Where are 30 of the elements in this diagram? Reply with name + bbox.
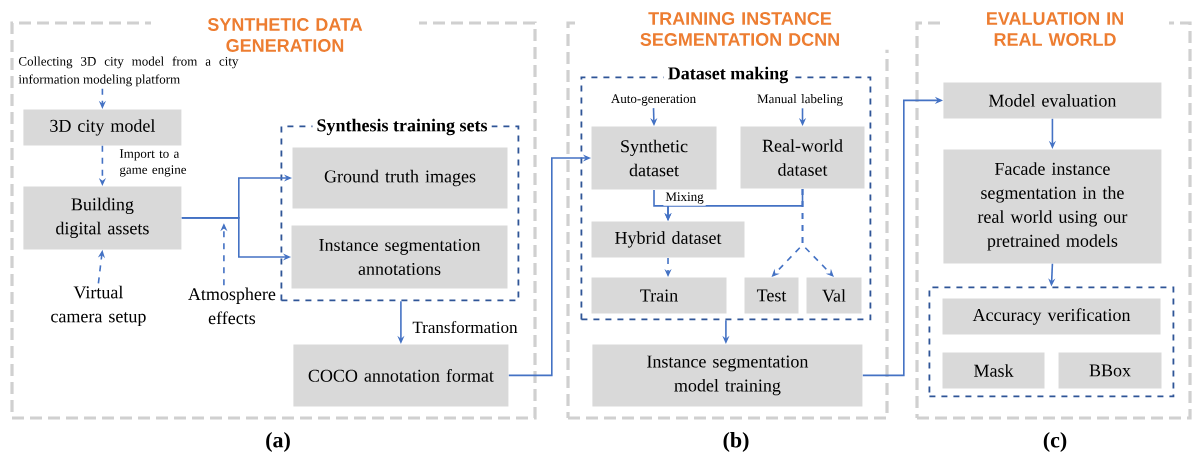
process-box: Real-world dataset [740,126,865,189]
process-box: Ground truth images [292,147,508,209]
panel-label: (c) [1043,432,1067,452]
process-box: COCO annotation format [293,344,509,407]
text-label: Collecting 3D city model from a city information modeling platform [18,56,239,87]
edge-label: Import to a game engine [117,147,197,179]
process-box: Test [744,277,799,314]
dashed-group-box [928,286,1175,398]
process-box: 3D city model [23,109,182,146]
panel-label: (a) [266,432,290,452]
process-box: BBox [1058,352,1162,389]
text-label: Atmosphere effects [188,287,276,325]
text-label: Virtual camera setup [51,285,146,327]
process-box: Building digital assets [23,186,182,250]
process-box: Facade instance segmentation in the real world using our pretrained models [943,149,1162,264]
node-label: EVALUATION IN [987,12,1123,25]
process-box: Train [591,277,727,314]
node-label: TRAINING INSTANCE [648,12,832,25]
process-box: Instance segmentation annotations [291,225,508,289]
process-box: Synthetic dataset [591,126,717,190]
text-label: Auto-generation [611,94,696,106]
process-box: Accuracy verification [942,298,1161,335]
panel-label: (b) [723,432,749,452]
process-box: Val [806,277,862,314]
text-label: Manual labeling [757,94,843,106]
process-box: Instance segmentation model training [592,344,863,407]
edge-label: Mixing [663,190,706,206]
process-box: Mask [942,352,1045,389]
process-box: Model evaluation [943,82,1162,119]
process-box: Hybrid dataset [591,221,745,258]
